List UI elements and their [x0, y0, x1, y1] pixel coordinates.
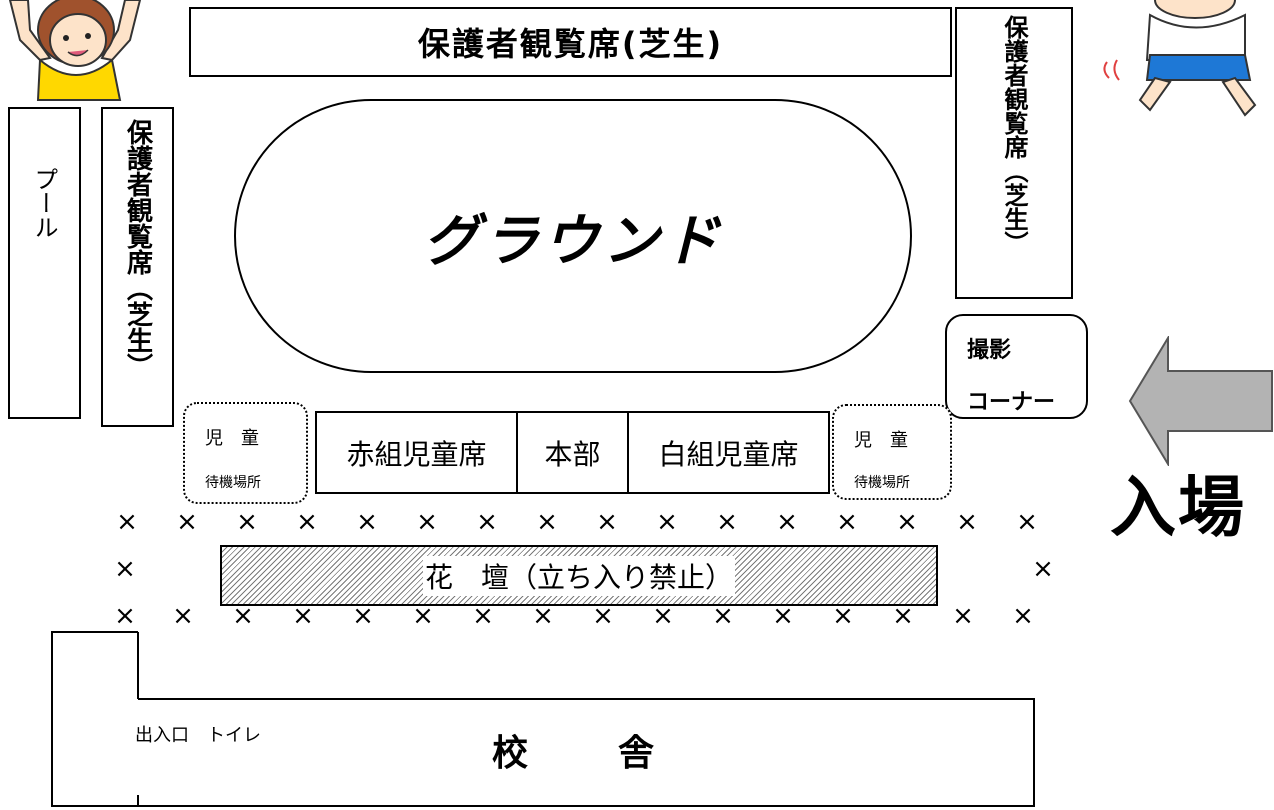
x-marker: ×	[716, 507, 738, 537]
x-marker: ×	[356, 507, 378, 537]
x-marker: ×	[172, 601, 194, 631]
waiting-area-right: 児 童 待機場所	[832, 404, 952, 500]
x-marker: ×	[476, 507, 498, 537]
white-team-seats: 白組児童席	[627, 411, 830, 494]
x-marker: ×	[836, 507, 858, 537]
boy-illustration	[1103, 0, 1257, 117]
x-marker: ×	[832, 601, 854, 631]
red-team-seats: 赤組児童席	[315, 411, 518, 494]
x-marker: ×	[1012, 601, 1034, 631]
x-marker: ×	[114, 601, 136, 631]
x-marker: ×	[536, 507, 558, 537]
cheering-girl-illustration	[8, 0, 142, 101]
flowerbed-label: 花 壇（立ち入り禁止）	[422, 555, 735, 596]
parent-seating-left: 保護者観覧席（芝生）	[101, 107, 174, 427]
x-marker: ×	[956, 507, 978, 537]
parent-seating-right: 保護者観覧席（芝生）	[955, 7, 1073, 299]
x-marker: ×	[412, 601, 434, 631]
exit-toilet-label: 出入口 トイレ	[135, 725, 261, 746]
x-marker: ×	[712, 601, 734, 631]
x-marker: ×	[656, 507, 678, 537]
waiting-right-line1: 児 童	[854, 430, 908, 451]
pool: プール	[8, 107, 81, 419]
x-marker: ×	[1016, 507, 1038, 537]
x-marker: ×	[114, 554, 136, 584]
x-marker: ×	[176, 507, 198, 537]
waiting-right-line2: 待機場所	[854, 475, 910, 491]
parent-seating-left-label: 保護者観覧席（芝生）	[122, 119, 153, 379]
x-marker: ×	[416, 507, 438, 537]
x-marker: ×	[772, 601, 794, 631]
x-marker: ×	[232, 601, 254, 631]
x-marker: ×	[592, 601, 614, 631]
x-marker: ×	[892, 601, 914, 631]
photo-corner-line2: コーナー	[967, 390, 1056, 415]
x-marker: ×	[472, 601, 494, 631]
x-marker: ×	[292, 601, 314, 631]
flowerbed: 花 壇（立ち入り禁止）	[220, 545, 938, 606]
entrance-label: 入場	[1110, 469, 1246, 546]
ground-label: グラウンド	[423, 208, 723, 274]
x-marker: ×	[652, 601, 674, 631]
x-marker: ×	[596, 507, 618, 537]
x-marker: ×	[236, 507, 258, 537]
headquarters: 本部	[516, 411, 629, 494]
parent-seating-right-label: 保護者観覧席（芝生）	[1000, 15, 1028, 255]
x-marker: ×	[776, 507, 798, 537]
school-building-label: 校 舎	[492, 733, 661, 774]
parent-seating-top: 保護者観覧席(芝生)	[189, 7, 952, 77]
waiting-area-left: 児 童 待機場所	[183, 402, 308, 504]
x-marker: ×	[116, 507, 138, 537]
x-marker: ×	[532, 601, 554, 631]
photo-corner-line1: 撮影	[967, 338, 1012, 363]
x-marker: ×	[952, 601, 974, 631]
x-marker: ×	[352, 601, 374, 631]
waiting-left-line1: 児 童	[205, 428, 259, 449]
x-marker: ×	[296, 507, 318, 537]
x-marker: ×	[896, 507, 918, 537]
pool-label: プール	[30, 167, 58, 239]
entrance-arrow-icon	[1128, 336, 1273, 466]
photo-corner: 撮影 コーナー	[945, 314, 1088, 419]
waiting-left-line2: 待機場所	[205, 475, 261, 491]
ground: グラウンド	[234, 99, 912, 373]
x-marker: ×	[1032, 554, 1054, 584]
